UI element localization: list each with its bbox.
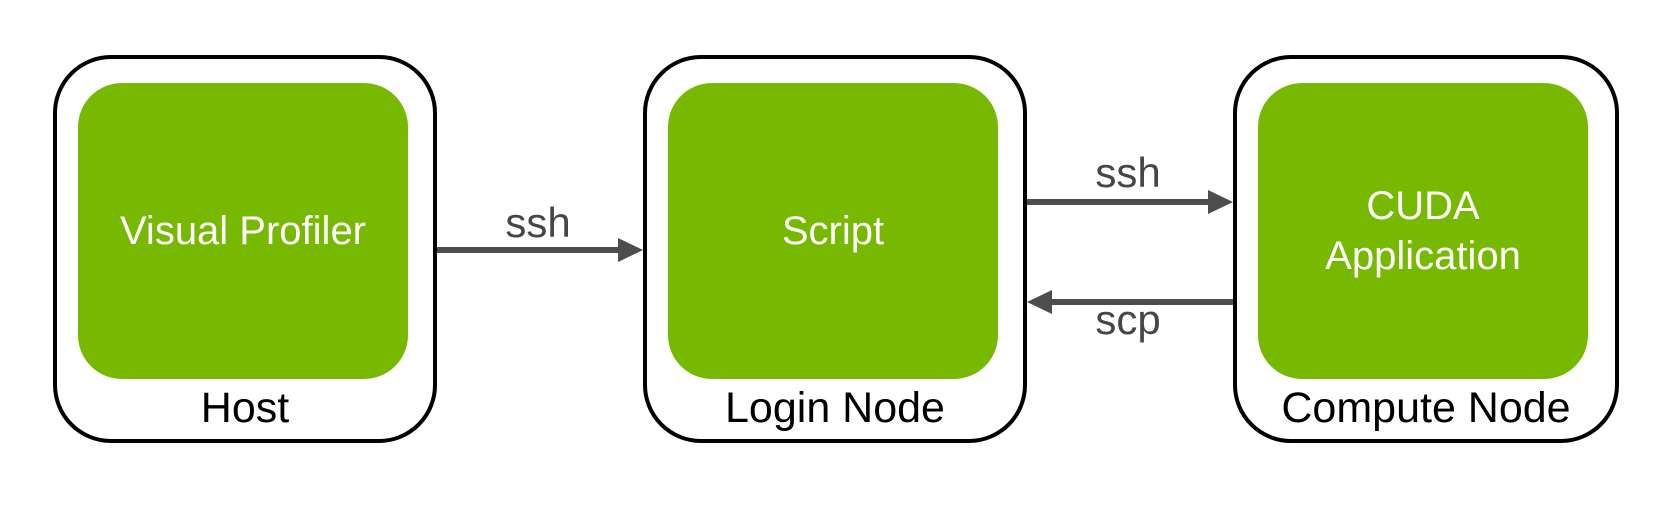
node-login-label: Login Node [725, 383, 945, 432]
arrow-scp-head-left-icon [1027, 290, 1052, 314]
node-compute-green-box: CUDA Application [1258, 83, 1588, 379]
node-host: Visual Profiler Host [53, 55, 437, 443]
arrow-ssh-1-label: ssh [505, 199, 570, 246]
arrow-ssh-2-label: ssh [1095, 149, 1160, 196]
node-compute: CUDA Application Compute Node [1233, 55, 1619, 443]
node-host-green-box: Visual Profiler [78, 83, 408, 379]
node-compute-label: Compute Node [1281, 383, 1571, 432]
arrow-scp-compute-to-login: scp [1027, 290, 1233, 343]
arrow-scp-label: scp [1095, 296, 1160, 343]
arrow-ssh-2-head-right-icon [1208, 190, 1233, 214]
arrow-ssh-login-to-compute: ssh [1027, 149, 1233, 214]
node-compute-title: CUDA Application [1325, 184, 1521, 278]
node-host-label: Host [200, 383, 290, 432]
node-host-title: Visual Profiler [119, 209, 367, 253]
node-login-green-box: Script [668, 83, 998, 379]
node-login: Script Login Node [643, 55, 1027, 443]
arrow-ssh-1-head-right-icon [618, 238, 643, 262]
node-login-title: Script [781, 209, 885, 253]
arrow-ssh-host-to-login: ssh [437, 199, 643, 262]
